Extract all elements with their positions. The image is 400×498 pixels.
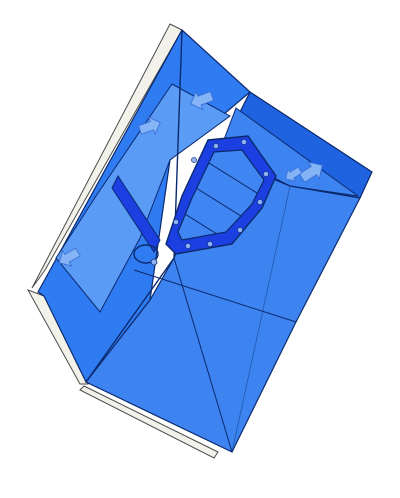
strap-buckle-icon bbox=[133, 244, 159, 264]
page-edges bbox=[26, 23, 219, 459]
strap bbox=[111, 174, 161, 266]
left-page bbox=[37, 29, 251, 384]
center-fold-line bbox=[85, 29, 183, 383]
rivet-icon bbox=[173, 139, 269, 249]
pop-up-shield bbox=[165, 135, 277, 255]
